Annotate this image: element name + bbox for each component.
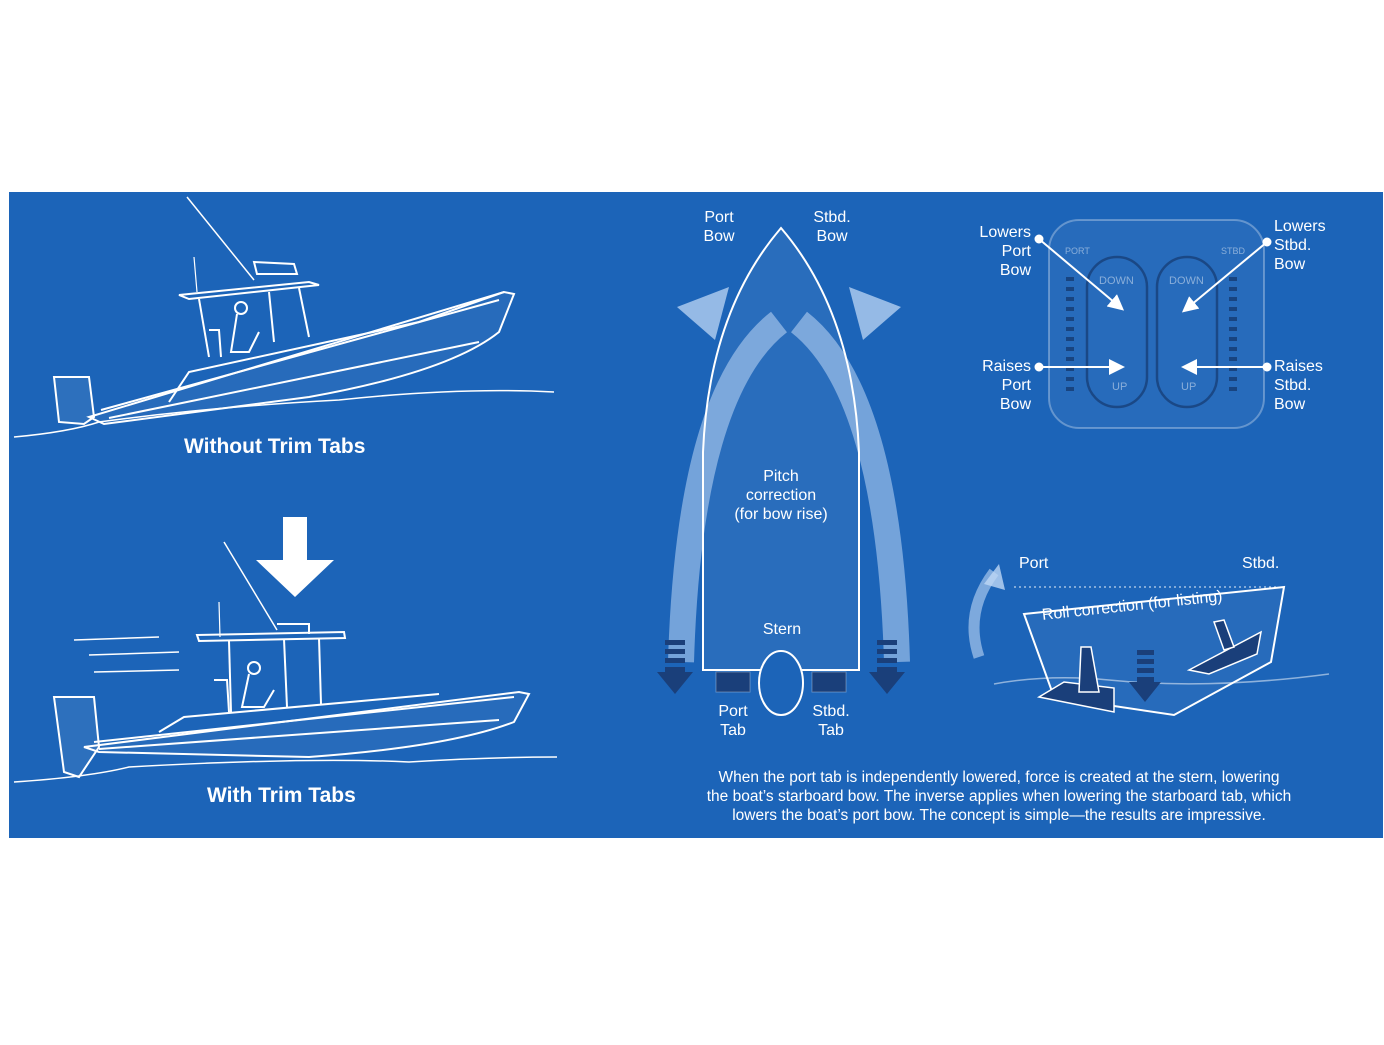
label-roll-stbd: Stbd. bbox=[1242, 555, 1280, 572]
label-stbd-tab: Stbd.Tab bbox=[812, 703, 850, 739]
trim-control-switch bbox=[1034, 219, 1272, 429]
boat-with-trim-tabs bbox=[13, 541, 558, 783]
label-roll-port: Port bbox=[1019, 555, 1049, 572]
label-stern: Stern bbox=[762, 621, 802, 638]
switch-port-down: DOWN bbox=[1099, 275, 1134, 287]
switch-label-stbd: STBD bbox=[1221, 246, 1246, 256]
switch-stbd-down: DOWN bbox=[1169, 275, 1204, 287]
title-without-trim-tabs: Without Trim Tabs bbox=[184, 435, 366, 458]
down-arrow-icon bbox=[256, 517, 334, 597]
boat-without-trim-tabs bbox=[13, 196, 555, 438]
title-with-trim-tabs: With Trim Tabs bbox=[207, 784, 356, 807]
diagram-artwork bbox=[13, 196, 1330, 783]
hull-top-view bbox=[657, 226, 910, 716]
switch-stbd-up: UP bbox=[1181, 381, 1197, 393]
switch-port-up: UP bbox=[1112, 381, 1128, 393]
caption: When the port tab is independently lower… bbox=[706, 769, 1292, 824]
switch-label-port: PORT bbox=[1065, 246, 1090, 256]
label-stbd-bow: Stbd.Bow bbox=[813, 209, 851, 245]
roll-correction-diagram bbox=[968, 564, 1330, 717]
